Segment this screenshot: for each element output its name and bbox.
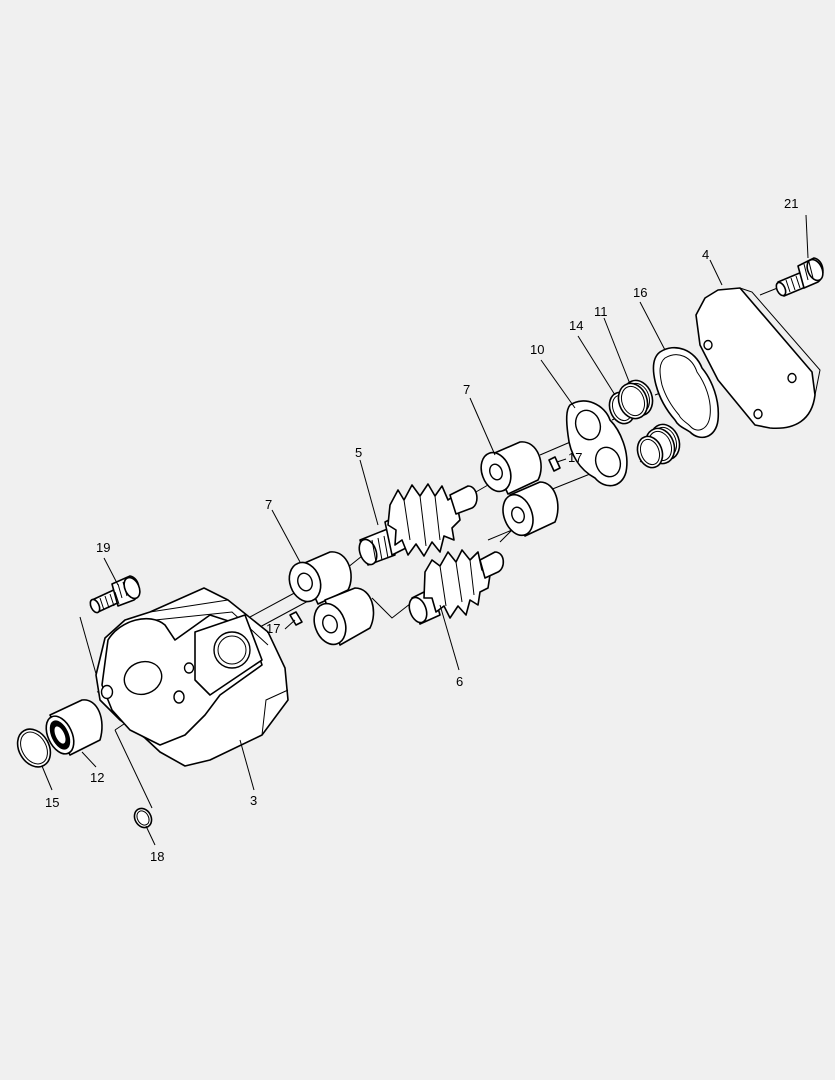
part-15-o-ring: [16, 728, 52, 768]
callout-3: 3: [250, 793, 257, 808]
callout-17-lower: 17: [266, 621, 280, 636]
callout-10: 10: [530, 342, 544, 357]
callout-21: 21: [784, 196, 798, 211]
callout-labels: 19 21 4 16 11 14 10 7 17 5 7 17 6 3 12 1…: [45, 196, 798, 864]
leader-lines: [41, 214, 809, 846]
callout-14: 14: [569, 318, 583, 333]
part-7-bushing-pair-lower: [288, 551, 375, 646]
callout-19: 19: [96, 540, 110, 555]
callout-18: 18: [150, 849, 164, 864]
part-18-small-o-ring: [133, 807, 153, 829]
callout-16: 16: [633, 285, 647, 300]
part-7-bushing-pair-upper: [480, 441, 559, 537]
part-10-wear-plate: [565, 400, 628, 487]
part-17-dowel-pin-upper: [548, 456, 561, 472]
callout-17-upper: 17: [568, 450, 582, 465]
callout-5: 5: [355, 445, 362, 460]
callout-12: 12: [90, 770, 104, 785]
callout-4: 4: [702, 247, 709, 262]
part-3-pump-body: [95, 587, 289, 767]
part-6-driven-gear: [408, 549, 505, 625]
callout-11: 11: [594, 304, 608, 319]
part-11-seal-ring-upper: [617, 379, 654, 420]
callout-7-lower: 7: [265, 497, 272, 512]
callout-6: 6: [456, 674, 463, 689]
callout-7-upper: 7: [463, 382, 470, 397]
part-12-needle-bearing: [45, 699, 103, 756]
part-17-dowel-pin-lower: [289, 611, 303, 626]
part-19-cap-screw: [89, 575, 141, 614]
part-16-figure-eight-gasket: [652, 346, 720, 439]
part-11-seal-ring-lower: [636, 423, 681, 469]
part-21-cap-screw: [775, 257, 824, 297]
part-5-drive-gear-shaft: [358, 483, 478, 566]
callout-15: 15: [45, 795, 59, 810]
part-4-end-cover: [695, 287, 821, 430]
